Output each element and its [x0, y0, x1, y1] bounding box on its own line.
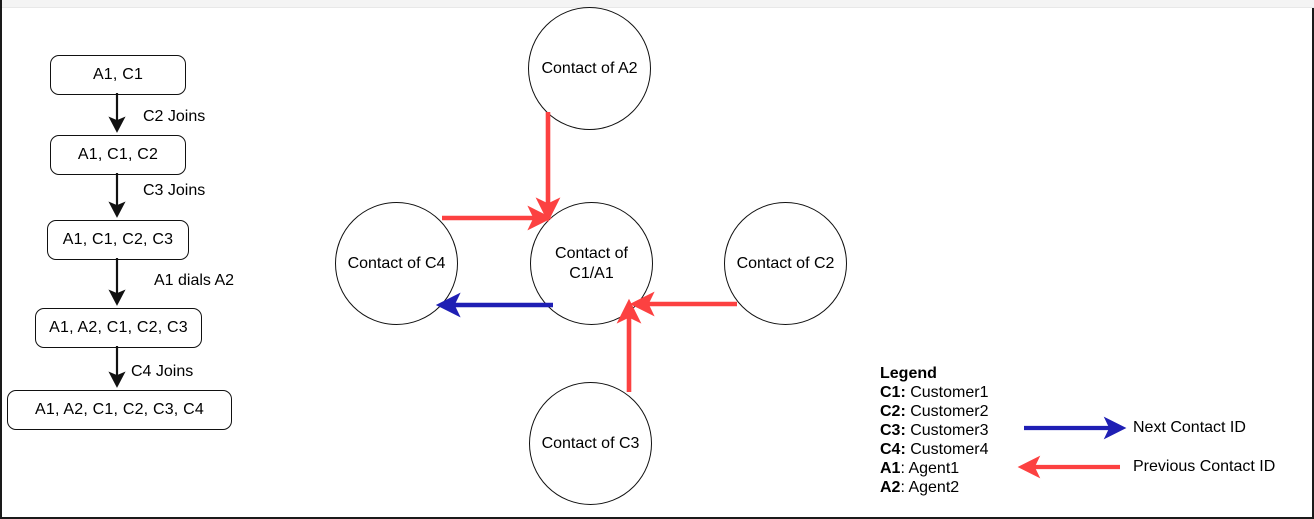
legend-entry-a1: A1: Agent1	[880, 459, 988, 478]
legend-entry-value: : Agent1	[900, 460, 960, 477]
flow-transition-label-4: C4 Joins	[131, 363, 194, 380]
legend-entry-key: C1:	[880, 384, 906, 401]
legend-entry-c2: C2: Customer2	[880, 402, 988, 421]
flow-transition-label-3: A1 dials A2	[154, 272, 235, 289]
flow-transition-label-1: C2 Joins	[143, 108, 206, 125]
flow-box-3: A1, C1, C2, C3	[47, 220, 189, 260]
legend-entry-c4: C4: Customer4	[880, 440, 988, 459]
node-contact-of-c1-a1: Contact of C1/A1	[530, 202, 653, 325]
legend-entry-c3: C3: Customer3	[880, 421, 988, 440]
legend-title: Legend	[880, 365, 937, 382]
node-contact-of-c2: Contact of C2	[724, 202, 847, 325]
node-contact-of-c4: Contact of C4	[335, 202, 458, 325]
legend-arrow-label-previous: Previous Contact ID	[1133, 458, 1276, 475]
legend-entry-key: C2:	[880, 403, 906, 420]
legend-entry-c1: C1: Customer1	[880, 383, 988, 402]
flow-box-2: A1, C1, C2	[50, 135, 186, 175]
legend-entry-key: A2	[880, 479, 901, 496]
legend-arrow-label-next: Next Contact ID	[1133, 419, 1246, 436]
legend-entry-value: Customer2	[905, 403, 989, 420]
legend-entry-value: Customer3	[905, 422, 989, 439]
node-contact-of-a2: Contact of A2	[528, 7, 651, 130]
top-border-strip	[2, 0, 1314, 8]
legend-entry-value: Customer1	[905, 384, 989, 401]
legend-entry-key: C3:	[880, 422, 906, 439]
flow-box-5: A1, A2, C1, C2, C3, C4	[7, 390, 232, 430]
legend-entry-a2: A2: Agent2	[880, 478, 988, 497]
flow-box-4: A1, A2, C1, C2, C3	[35, 308, 202, 348]
flow-box-1: A1, C1	[50, 55, 186, 95]
legend-entry-value: Customer4	[905, 441, 989, 458]
legend-entry-value: : Agent2	[900, 479, 960, 496]
legend-entry-key: A1	[880, 460, 901, 477]
legend-entry-key: C4:	[880, 441, 906, 458]
flow-transition-label-2: C3 Joins	[143, 182, 206, 199]
node-contact-of-c3: Contact of C3	[529, 382, 652, 505]
legend: Legend C1: Customer1 C2: Customer2 C3: C…	[880, 364, 988, 497]
